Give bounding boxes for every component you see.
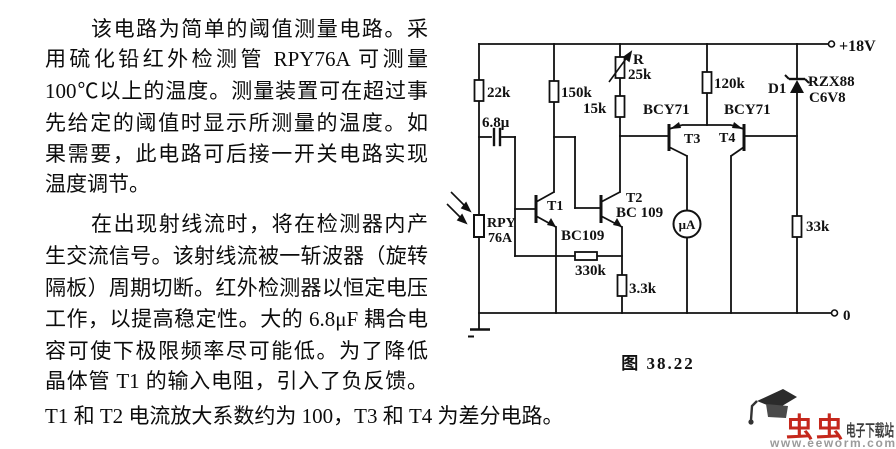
transistor-t4 (682, 122, 746, 157)
resistor-120k (701, 71, 713, 94)
transistor-t1 (534, 191, 557, 228)
text-line: 容可使下极限频率尽可能低。为了降低 (45, 339, 428, 363)
label-d1-ref: D1 (768, 81, 786, 97)
text-line: 果需要，此电路可后接一开关电路实现 (45, 142, 428, 166)
text-line: 该电路为简单的阈值测量电路。采 (91, 17, 428, 41)
watermark-brand-suffix: 电子下载站 (846, 423, 895, 440)
supply-voltage-label: +18V (839, 38, 876, 55)
resistor-15k (614, 95, 626, 118)
label-t1-type: BC109 (561, 228, 604, 244)
label-t1-ref: T1 (547, 199, 563, 214)
resistor-33k (791, 215, 803, 238)
supply-terminal (827, 40, 836, 48)
graduation-cap-icon (748, 389, 797, 425)
ground-voltage-label: 0 (843, 308, 851, 324)
label-r3k3: 3.3k (629, 281, 657, 297)
resistor-150k (548, 80, 560, 103)
pot-arrow-icon (608, 50, 633, 83)
resistor-330k (574, 251, 598, 261)
watermark-url: www.eeworm.com (770, 436, 896, 449)
label-t3-type: BCY71 (643, 102, 690, 118)
label-r15k: 15k (583, 101, 607, 117)
label-t3-ref: T3 (684, 132, 700, 147)
photodetector-rpy76a-body (473, 214, 485, 238)
label-cap: 6.8μ (482, 115, 510, 131)
figure-caption: 图 38.22 (621, 354, 695, 373)
text-line: 用硫化铅红外检测管 RPY76A 可测量 (45, 47, 428, 71)
resistor-3k3 (616, 274, 628, 297)
label-d1-type2: C6V8 (809, 90, 846, 106)
text-line: 工作，以提高稳定性。大的 6.8μF 耦合电 (45, 307, 428, 331)
transistor-t3 (667, 122, 688, 157)
label-t4-type: BCY71 (724, 102, 771, 118)
meter-icon: μA (672, 209, 702, 239)
label-detector1: RPY (487, 216, 516, 231)
label-r330k: 330k (575, 263, 607, 279)
zener-diode-icon (784, 74, 810, 93)
transistor-t2 (599, 191, 623, 228)
label-t4-ref: T4 (719, 131, 735, 146)
text-line: T1 和 T2 电流放大系数约为 100，T3 和 T4 为差分电路。 (45, 404, 564, 428)
text-line: 100℃以上的温度。测量装置可在超过事 (45, 79, 428, 103)
text-line: 生交流信号。该射线流被一斩波器（旋转 (45, 244, 428, 268)
light-arrows-icon (446, 191, 472, 225)
ground-icon (468, 328, 490, 338)
watermark-brand-red: 虫虫 (786, 413, 846, 443)
label-d1-type1: RZX88 (808, 74, 855, 90)
label-r22k: 22k (487, 85, 511, 101)
text-line: 温度调节。 (45, 172, 150, 196)
label-r150k: 150k (561, 85, 593, 101)
resistors (473, 56, 803, 297)
circuit-schematic: μA 22k 6.8μ 150k R 25k 15k 120k D1 RZX88… (446, 38, 876, 338)
label-t2-ref: T2 (626, 191, 642, 206)
text-line: 先给定的阈值时显示所测量的温度。如 (45, 111, 428, 135)
text-line: 晶体管 T1 的输入电阻，引入了负反馈。 (45, 369, 428, 393)
label-t2-type: BC 109 (616, 205, 663, 221)
label-r33k: 33k (806, 219, 830, 235)
resistor-22k (473, 79, 485, 102)
watermark-logo: 虫虫 电子下载站 www.eeworm.com (740, 380, 896, 449)
ground-terminal (830, 309, 839, 317)
label-detector2: 76A (488, 231, 513, 246)
wires (478, 43, 832, 330)
text-line: 在出现射线流时，将在检测器内产 (91, 212, 428, 236)
label-pot-val: 25k (628, 67, 652, 83)
label-pot-ref: R (633, 52, 644, 68)
label-r120k: 120k (714, 76, 746, 92)
text-line: 隔板）周期切断。红外检测器以恒定电压 (45, 276, 428, 300)
meter-label: μA (679, 217, 696, 232)
